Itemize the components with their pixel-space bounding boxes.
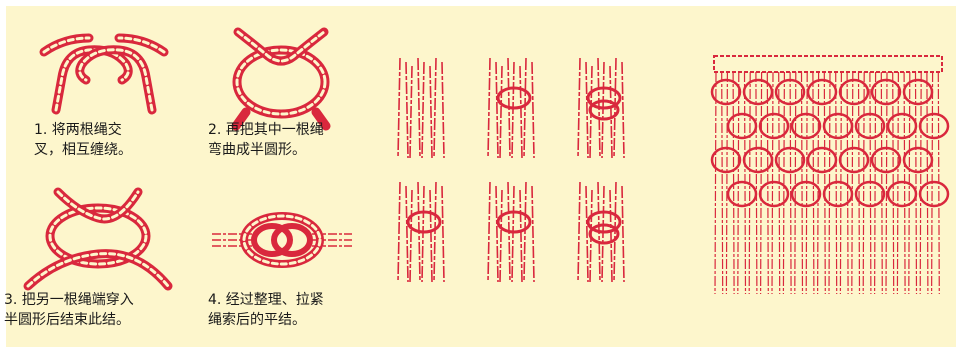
net-knot: [728, 182, 756, 206]
net-fringe: [904, 72, 905, 294]
net-fringe: [938, 72, 939, 294]
net-knot: [920, 182, 948, 206]
net-fringe: [761, 72, 762, 294]
step1-caption: 1. 将两根绳交 叉，相互缠绕。: [34, 120, 132, 160]
sequence-stage: [488, 182, 534, 282]
net-fringe: [749, 72, 750, 294]
net-fringe: [756, 72, 757, 294]
net-knot: [904, 80, 932, 104]
net-fringe: [927, 72, 928, 294]
net-fringe: [783, 72, 784, 294]
illustration-panel: 1. 将两根绳交 叉，相互缠绕。 2. 再把其中一根绳 弯曲成半圆形。 3. 把…: [6, 6, 956, 347]
net-fringe: [738, 72, 739, 294]
net-fringe: [836, 72, 837, 294]
net-fringe: [790, 72, 791, 294]
sequence-stage: [398, 58, 444, 158]
sequence-stage: [398, 182, 444, 282]
sequence-stage: [488, 58, 534, 158]
net-fringe: [847, 72, 848, 294]
net-fringe: [920, 72, 921, 294]
net-knot: [808, 148, 836, 172]
net-fringe: [916, 72, 917, 294]
macrame-sequence-figure: [392, 54, 646, 294]
net-knot: [920, 114, 948, 138]
step1-knot-figure: [34, 22, 174, 112]
net-fringe: [806, 72, 807, 294]
net-fringe: [870, 72, 871, 294]
net-knot: [888, 114, 916, 138]
sequence-stage: [578, 58, 624, 158]
net-fringe: [813, 72, 814, 294]
net-fringe: [818, 72, 819, 294]
net-fringe: [859, 72, 860, 294]
net-fringe: [829, 72, 830, 294]
net-knot: [792, 114, 820, 138]
net-fringe: [726, 72, 727, 294]
net-fringe: [875, 72, 876, 294]
net-knot: [808, 80, 836, 104]
net-fringe: [897, 72, 898, 294]
net-fringe: [863, 72, 864, 294]
net-fringe: [802, 72, 803, 294]
step4-knot-figure: [212, 206, 352, 276]
net-knot: [872, 80, 900, 104]
net-knot: [728, 114, 756, 138]
net-fringe: [824, 72, 825, 294]
net-fringe: [886, 72, 887, 294]
net-fringe: [881, 72, 882, 294]
net-fringe: [932, 72, 933, 294]
net-fringe: [795, 72, 796, 294]
step3-knot-figure: [18, 188, 178, 288]
net-fringe: [767, 72, 768, 294]
macrame-net-figure: [706, 48, 950, 298]
sequence-stage: [578, 182, 624, 282]
net-knot: [792, 182, 820, 206]
net-fringe: [772, 72, 773, 294]
step2-caption: 2. 再把其中一根绳 弯曲成半圆形。: [208, 120, 324, 160]
step3-caption: 3. 把另一根绳端穿入 半圆形后结束此结。: [4, 290, 134, 330]
net-fringe: [715, 72, 716, 294]
step4-caption: 4. 经过整理、拉紧 绳索后的平结。: [208, 290, 324, 330]
net-fringe: [852, 72, 853, 294]
net-fringe: [745, 72, 746, 294]
net-fringe: [733, 72, 734, 294]
net-knot: [872, 148, 900, 172]
net-knot: [888, 182, 916, 206]
net-fringe: [840, 72, 841, 294]
net-top-bar: [714, 56, 942, 72]
net-fringe: [779, 72, 780, 294]
net-fringe: [909, 72, 910, 294]
net-fringe: [722, 72, 723, 294]
step2-knot-figure: [206, 16, 356, 126]
net-fringe: [893, 72, 894, 294]
